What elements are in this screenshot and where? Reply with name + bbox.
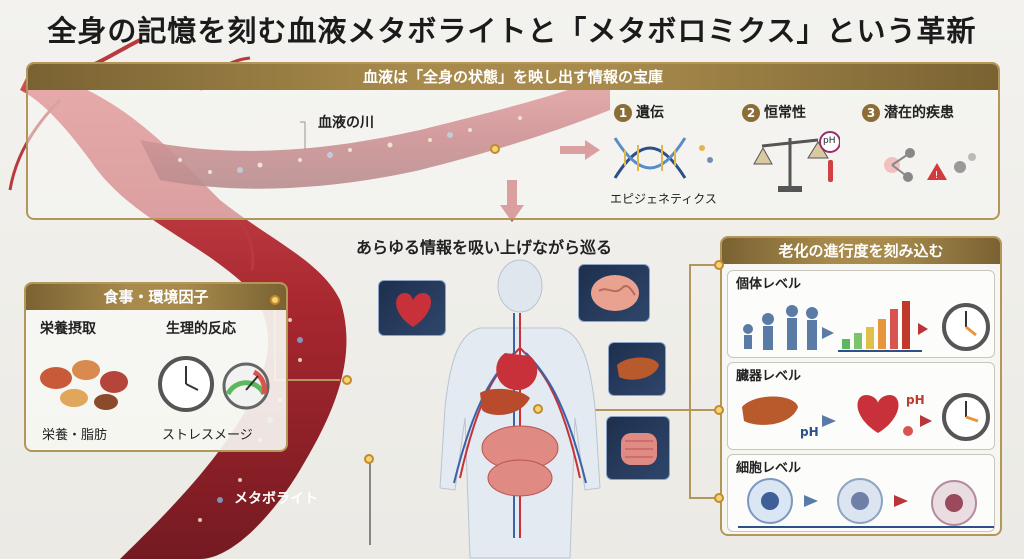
left-panel: 食事・環境因子 [24,282,288,452]
organ-ph-label-2: pH [906,393,925,407]
vessel-node-metabolite [364,454,374,464]
factor-1-caption: エピジェネティクス [610,192,717,206]
factor-1-label: 遺伝 [636,105,664,121]
nutrition-caption: 栄養・脂肪 [42,428,108,443]
vessel-node-lower [342,375,352,385]
heart-icon [396,293,432,327]
left-panel-header: 食事・環境因子 [26,284,286,310]
heart-card [378,280,446,336]
organ-level-row: 臓器レベル pH pH [727,362,995,450]
blood-river-label: 血液の川 [318,115,374,131]
brain-card [578,264,650,322]
physiology-caption: ストレスメージ [162,428,253,443]
clock-gauge-icon [158,356,270,412]
liver-card [608,342,666,396]
cell-level-row: 細胞レベル [727,454,995,532]
ph-scale-text: pH [823,136,836,146]
human-body-illustration [439,259,601,559]
individual-level-row: 個体レベル [727,270,995,358]
intestine-icon [621,433,657,465]
organ-aging-icon [742,393,990,441]
svg-text:!: ! [935,170,939,181]
factor-1-number: 1 [614,104,632,122]
molecule-warning-icon: ! [884,148,976,182]
right-panel-header: 老化の進行度を刻み込む [722,238,1000,264]
balance-scale-icon [753,131,840,192]
brain-icon [591,275,639,311]
metabolite-label: メタボライト [234,491,318,507]
organ-ph-label-1: pH [800,425,819,439]
physiology-label: 生理的反応 [166,321,236,337]
intestine-card [606,416,670,480]
dna-icon [613,137,713,179]
center-caption: あらゆる情報を吸い上げながら巡る [356,238,613,257]
nutrition-label: 栄養摂取 [40,321,96,337]
page-title: 全身の記憶を刻む血液メタボライトと「メタボロミクス」という革新 [47,14,977,48]
right-panel-node-bottom [714,493,724,503]
cell-level-title: 細胞レベル [736,461,802,476]
top-panel: 血液は「全身の状態」を映し出す情報の宝庫 [26,62,1000,220]
right-panel-node-mid [714,405,724,415]
right-panel: 老化の進行度を刻み込む 個体レベル 臓器レベル [720,236,1002,536]
right-panel-node-top [714,260,724,270]
aging-people-chart-icon [743,301,990,352]
factor-2-label: 恒常性 [764,105,806,121]
top-panel-header: 血液は「全身の状態」を映し出す情報の宝庫 [28,64,998,90]
body-node [533,404,543,414]
factor-3-label: 潜在的疾患 [884,105,954,121]
left-panel-node [270,295,280,305]
food-icon [40,360,128,410]
liver-icon [617,357,659,380]
blood-river-node [490,144,500,154]
cell-aging-icon [738,478,994,528]
factor-3-number: 3 [862,104,880,122]
factor-2-number: 2 [742,104,760,122]
organ-level-title: 臓器レベル [736,369,802,384]
individual-level-title: 個体レベル [736,277,802,292]
